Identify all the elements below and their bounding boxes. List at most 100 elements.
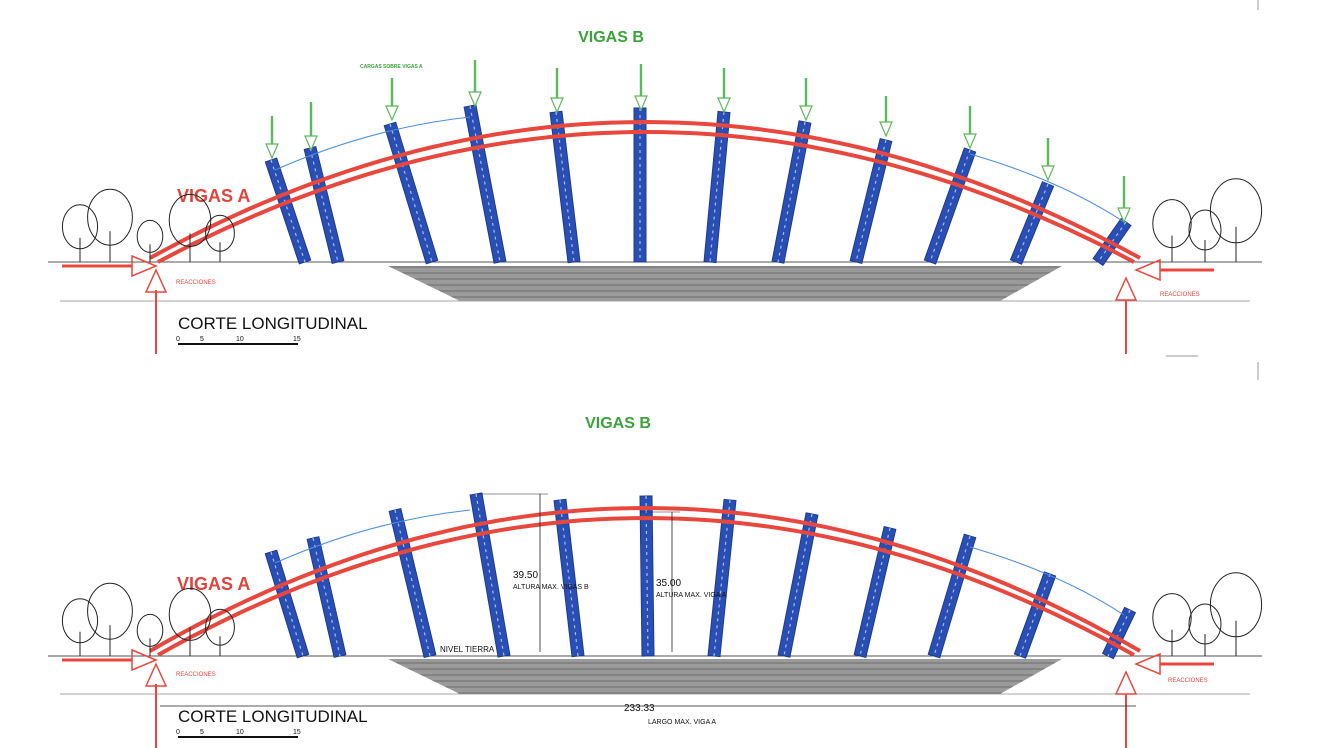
bottom-tree-2-crown: [87, 582, 133, 640]
top-aux-curve-right: [969, 153, 1125, 223]
bottom-scale-label-15: 15: [293, 729, 301, 736]
top-scale-label-10: 10: [236, 336, 244, 343]
top-beam-10: [923, 147, 977, 265]
top-loads-note: CARGAS SOBRE VIGAS A: [360, 64, 423, 70]
bottom-reactions-group: [62, 648, 1214, 748]
top-reaction-right-v-head: [1114, 276, 1138, 301]
bottom-beam-11-lattice: [1019, 573, 1051, 657]
bottom-beam-12-lattice: [1107, 609, 1131, 657]
bottom-beam-7-lattice: [713, 499, 731, 657]
top-beam-9: [849, 137, 893, 265]
top-load-arrow-6-head: [634, 95, 648, 112]
bottom-scale-label-5: 5: [200, 729, 204, 736]
top-tree-4-crown: [168, 193, 212, 247]
bottom-scale-bar-line: [178, 736, 298, 738]
top-beam-11-lattice: [1015, 183, 1049, 263]
height-b-dimension: 39.50 ALTURA MAX. VIGAS B: [478, 493, 589, 652]
top-scale-label-5: 5: [200, 336, 204, 343]
top-tree-3-crown: [136, 219, 164, 253]
top-beam-5: [549, 110, 581, 264]
bottom-section-title: CORTE LONGITUDINAL: [178, 707, 368, 726]
top-beam-12-lattice: [1097, 221, 1127, 263]
top-load-arrow-7-head: [717, 97, 731, 114]
height-b-label: ALTURA MAX. VIGAS B: [513, 584, 589, 591]
top-reaction-left-h-head: [131, 254, 158, 278]
length-value: 233.33: [624, 703, 655, 714]
bottom-scale-label-0: 0: [176, 729, 180, 736]
bottom-beam-4: [469, 492, 511, 658]
top-trees-group: [61, 178, 1263, 262]
top-reactions-group: [62, 254, 1214, 354]
bottom-vigas-b-label: VIGAS B: [585, 415, 651, 432]
top-beam-10-lattice: [929, 149, 971, 263]
top-tree-5-crown: [205, 214, 235, 252]
top-tree-6-crown: [1152, 199, 1192, 249]
bottom-tree-3-crown: [136, 613, 164, 647]
bottom-reaction-left-v-head: [144, 662, 168, 687]
bottom-trees-group: [61, 572, 1263, 656]
bottom-scale-label-10: 10: [236, 729, 244, 736]
top-beam-7: [703, 110, 731, 264]
bottom-tree-1-crown: [61, 598, 99, 644]
bottom-beam-2-lattice: [312, 537, 341, 657]
height-a-value: 35.00: [656, 578, 681, 589]
bottom-arch-group: [149, 505, 1141, 657]
bottom-beams-group: [264, 492, 1137, 660]
top-tree-2-crown: [87, 188, 133, 246]
length-dimension: 233.33 LARGO MAX. VIGA A: [160, 703, 1136, 726]
top-beam-1: [264, 157, 312, 265]
top-vigas-a-label: VIGAS A: [177, 186, 250, 206]
top-tree-7-crown: [1188, 209, 1222, 251]
bottom-tree-4-crown: [168, 587, 212, 641]
top-arch-upper: [149, 119, 1141, 260]
top-reaction-right-h-head: [1134, 258, 1161, 282]
bottom-arch-lower: [157, 515, 1135, 657]
top-aux-curve-left: [274, 116, 471, 171]
bottom-beam-1: [264, 549, 310, 659]
top-load-arrow-11-head: [1041, 165, 1055, 182]
bottom-reaction-right-v-head: [1114, 670, 1138, 695]
top-load-arrow-10-head: [963, 133, 977, 150]
height-a-dimension: 35.00 ALTURA MAX. VIGA A: [640, 511, 727, 652]
top-reactions-left-label: REACCIONES: [176, 280, 216, 286]
length-label: LARGO MAX. VIGA A: [648, 719, 716, 726]
top-section-title: CORTE LONGITUDINAL: [178, 314, 368, 333]
bottom-aux-curve-left: [274, 509, 471, 564]
top-load-arrow-5-head: [550, 97, 564, 114]
top-reaction-left-v-head: [144, 268, 168, 293]
top-scale-bar-line: [178, 343, 298, 345]
bottom-tree-7-crown: [1188, 603, 1222, 645]
top-reactions-right-label: REACCIONES: [1160, 292, 1200, 298]
top-load-arrow-12-head: [1117, 207, 1131, 224]
height-b-value: 39.50: [513, 570, 538, 581]
top-beams-group: [264, 104, 1132, 267]
bottom-beam-6-lattice: [645, 495, 649, 657]
bottom-section: VIGAS B VIGAS A REACCIONES REACCIONES CO…: [48, 415, 1263, 748]
top-load-arrow-3-head: [385, 105, 399, 122]
bottom-aux-curve-right: [969, 546, 1125, 616]
top-beam-4-lattice: [469, 105, 501, 263]
bottom-beam-3: [388, 507, 437, 659]
bottom-beam-10: [927, 533, 977, 659]
bottom-reactions-right-label: REACCIONES: [1168, 678, 1208, 684]
bottom-tree-6-crown: [1152, 593, 1192, 643]
top-load-arrow-1-head: [265, 143, 279, 160]
top-tree-1-crown: [61, 204, 99, 250]
top-beam-2-lattice: [309, 147, 339, 263]
bottom-arch-upper: [149, 505, 1141, 653]
top-scale-label-15: 15: [293, 336, 301, 343]
bottom-beam-8-lattice: [783, 513, 813, 657]
top-arch-lower: [157, 129, 1135, 264]
bottom-tree-5-crown: [205, 608, 235, 646]
bottom-reaction-right-h-head: [1134, 652, 1161, 676]
bottom-reaction-left-h-head: [131, 648, 158, 672]
bottom-tree-8-crown: [1209, 572, 1263, 638]
top-vigas-b-label: VIGAS B: [578, 29, 644, 46]
bottom-beam-5-lattice: [559, 499, 579, 657]
top-section: VIGAS B CARGAS SOBRE VIGAS A VIGAS A REA…: [48, 29, 1263, 354]
ground-level-label: NIVEL TIERRA: [440, 645, 495, 654]
top-load-arrow-4-head: [468, 91, 482, 108]
bottom-beam-2: [306, 536, 347, 658]
bottom-stadium-hatch: [388, 659, 1062, 694]
